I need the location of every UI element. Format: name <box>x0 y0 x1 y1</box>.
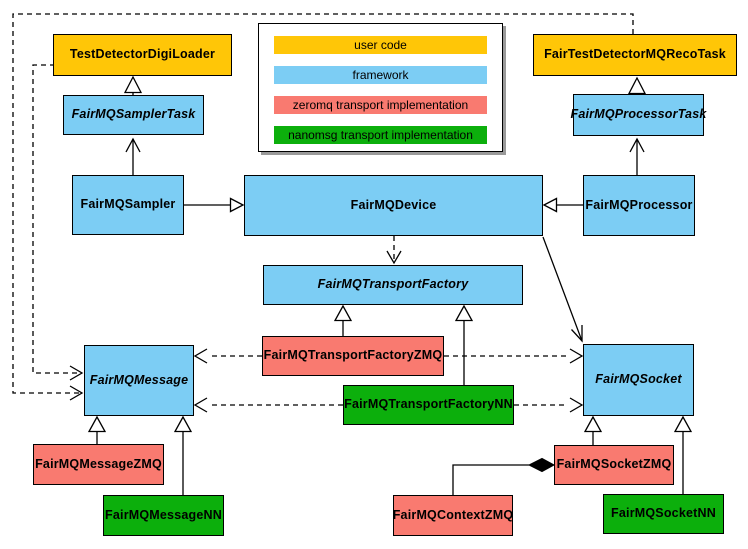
legend-item-framework: framework <box>274 66 487 84</box>
dependency-factoryzmq-to-message <box>193 348 262 364</box>
inheritance-socketzmq-socket <box>583 415 603 445</box>
arrow-processor-to-device <box>542 197 583 213</box>
legend-item-user-code: user code <box>274 36 487 54</box>
class-box-fairmqprocessor: FairMQProcessor <box>583 175 695 236</box>
arrow-device-to-socket <box>542 236 583 343</box>
class-box-fairmqcontextzmq: FairMQContextZMQ <box>393 495 513 536</box>
class-box-fairmqsocketzmq: FairMQSocketZMQ <box>554 445 674 485</box>
arrow-processor-to-processortask <box>629 137 645 175</box>
class-box-fairmqtransportfactoryzmq: FairMQTransportFactoryZMQ <box>262 336 444 376</box>
dependency-device-to-factory <box>386 236 402 265</box>
class-label: FairMQDevice <box>350 197 437 212</box>
class-label: FairMQMessage <box>89 372 189 387</box>
inheritance-messagezmq-message <box>87 415 107 444</box>
dependency-recotask-to-message <box>12 13 634 401</box>
dependency-factorynn-to-message <box>193 397 343 413</box>
class-label: FairMQSocketNN <box>611 506 716 521</box>
class-box-fairmqprocessortask: FairMQProcessorTask <box>570 94 707 136</box>
class-box-fairmqtransportfactorynn: FairMQTransportFactoryNN <box>343 385 514 425</box>
class-label: FairMQTransportFactoryZMQ <box>263 348 443 363</box>
class-box-fairmqdevice: FairMQDevice <box>244 175 543 236</box>
inheritance-factoryzmq-factory <box>333 304 353 336</box>
dependency-factoryzmq-to-socket <box>444 348 584 364</box>
class-label: FairMQTransportFactoryNN <box>344 397 513 412</box>
class-label: TestDetectorDigiLoader <box>69 47 216 62</box>
legend-item-nanomsg: nanomsg transport implementation <box>274 126 487 144</box>
legend: user code framework zeromq transport imp… <box>258 23 503 152</box>
class-label: FairMQMessageZMQ <box>35 456 162 471</box>
inheritance-factorynn-factory <box>454 304 474 385</box>
inheritance-processortask-recotask <box>627 76 647 95</box>
class-box-fairmqmessage: FairMQMessage <box>84 345 194 416</box>
class-label: FairMQContextZMQ <box>392 507 514 522</box>
inheritance-samplertask-digiloader <box>123 75 143 95</box>
class-label: FairMQSocketZMQ <box>556 457 672 472</box>
class-label: FairMQTransportFactory <box>317 277 469 292</box>
class-label: FairMQMessageNN <box>105 507 222 522</box>
dependency-digiloader-to-message <box>32 64 84 381</box>
class-box-fairmqtransportfactory: FairMQTransportFactory <box>263 265 523 305</box>
class-box-testdetectordigiloader: TestDetectorDigiLoader <box>53 34 232 76</box>
class-box-fairmqsamplertask: FairMQSamplerTask <box>63 95 204 135</box>
class-box-fairmqsampler: FairMQSampler <box>72 175 184 235</box>
arrow-sampler-to-device <box>184 197 245 213</box>
class-label: FairTestDetectorMQRecoTask <box>544 47 726 62</box>
dependency-factorynn-to-socket <box>514 397 584 413</box>
arrow-sampler-to-samplertask <box>125 137 141 175</box>
composition-contextzmq-socketzmq <box>452 457 556 495</box>
class-box-fairmqmessagezmq: FairMQMessageZMQ <box>33 444 164 485</box>
legend-item-zeromq: zeromq transport implementation <box>274 96 487 114</box>
class-label: FairMQSamplerTask <box>71 107 196 122</box>
class-label: FairMQSampler <box>80 197 176 212</box>
class-box-fairmqsocket: FairMQSocket <box>583 344 694 416</box>
inheritance-socketnn-socket <box>673 415 693 494</box>
class-label: FairMQProcessorTask <box>570 107 707 122</box>
class-box-fairtestdetectormqrecotask: FairTestDetectorMQRecoTask <box>533 34 737 76</box>
class-label: FairMQSocket <box>595 372 682 387</box>
inheritance-messagenn-message <box>173 415 193 495</box>
class-label: FairMQProcessor <box>585 197 693 212</box>
class-box-fairmqsocketnn: FairMQSocketNN <box>603 494 724 534</box>
class-box-fairmqmessagenn: FairMQMessageNN <box>103 495 224 536</box>
